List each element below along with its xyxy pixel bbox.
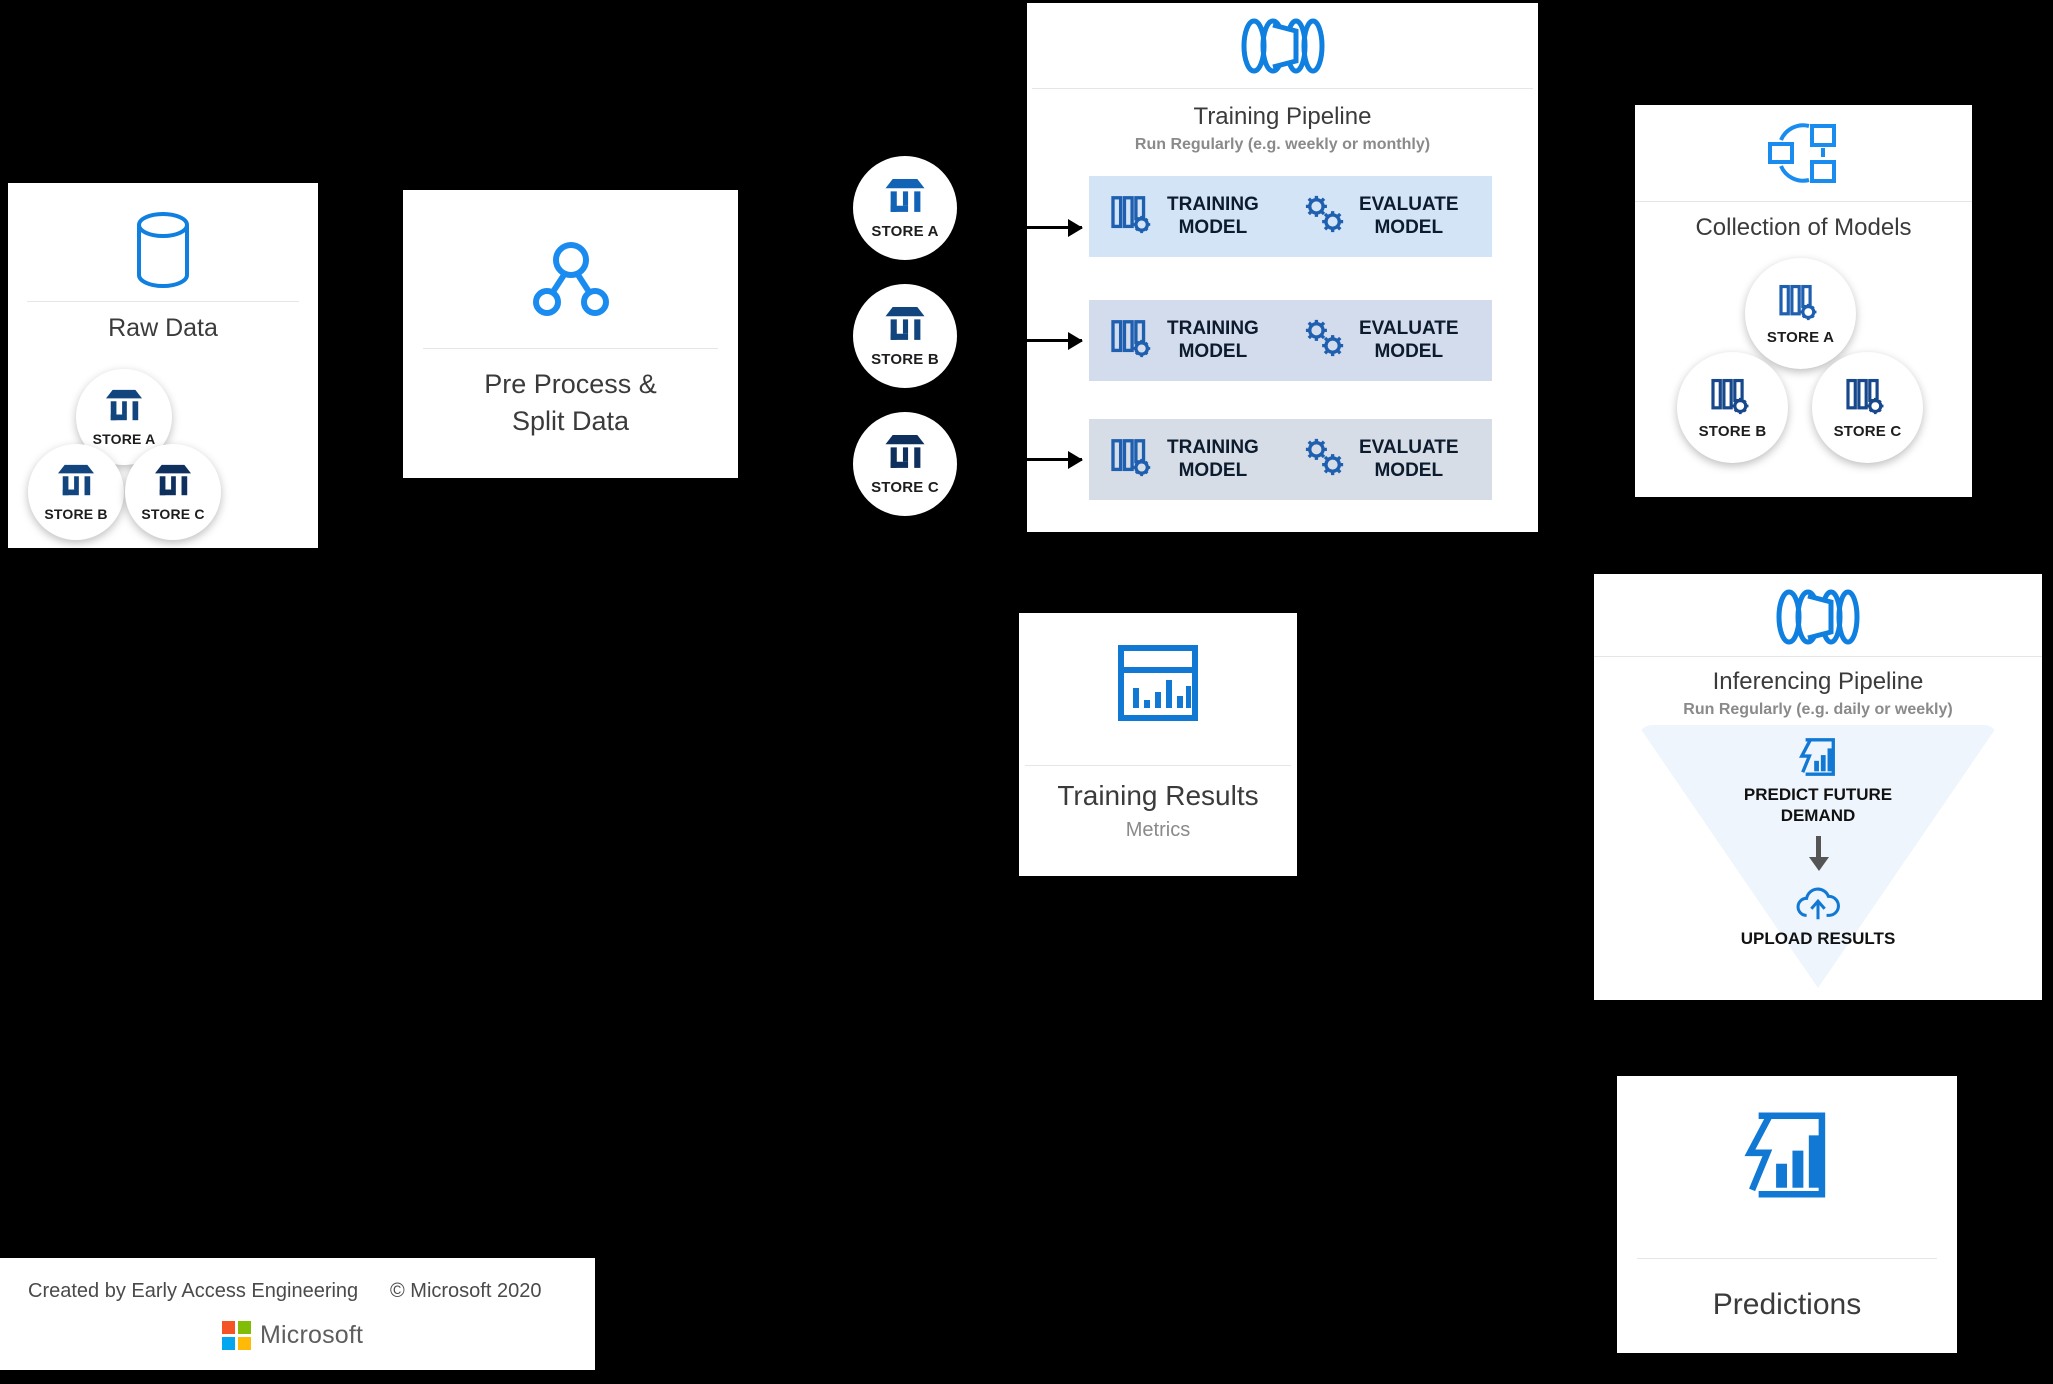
store-feed-b[interactable]: STORE B xyxy=(853,284,957,388)
model-gear-icon xyxy=(1845,376,1890,421)
store-icon xyxy=(882,433,928,477)
inferencing-pipeline-card: Inferencing Pipeline Run Regularly (e.g.… xyxy=(1594,574,2042,1000)
microsoft-squares-icon xyxy=(222,1321,251,1350)
gears-icon xyxy=(1301,436,1349,483)
training-row-a: TRAINING MODEL EVALUATE MODEL xyxy=(1089,176,1492,257)
training-results-subtitle: Metrics xyxy=(1125,819,1191,841)
model-gear-icon xyxy=(1111,193,1157,240)
model-gear-icon xyxy=(1778,282,1823,327)
inferencing-pipeline-subtitle: Run Regularly (e.g. daily or weekly) xyxy=(1683,701,1953,718)
store-icon xyxy=(882,177,928,221)
collection-of-models-title: Collection of Models xyxy=(1695,214,1912,241)
created-by-label: Created by Early Access Engineering xyxy=(28,1280,359,1302)
store-icon xyxy=(55,463,97,504)
upload-results-label: UPLOAD RESULTS xyxy=(1740,929,1896,948)
forecast-chart-icon xyxy=(1617,1100,1957,1210)
training-model-cell: TRAINING MODEL xyxy=(1111,436,1283,483)
divider xyxy=(1594,656,2042,657)
training-pipeline-title: Training Pipeline xyxy=(1193,103,1372,130)
evaluate-model-label: EVALUATE MODEL xyxy=(1359,194,1459,238)
store-label: STORE A xyxy=(871,222,939,240)
forecast-chart-icon xyxy=(1594,733,2042,781)
evaluate-model-label: EVALUATE MODEL xyxy=(1359,318,1459,362)
store-label: STORE A xyxy=(92,430,156,447)
model-gear-icon xyxy=(1111,436,1157,483)
inferencing-pipeline-title: Inferencing Pipeline xyxy=(1712,668,1924,695)
bar-chart-window-icon xyxy=(1019,633,1297,733)
evaluate-model-cell: EVALUATE MODEL xyxy=(1301,436,1459,483)
store-icon xyxy=(152,463,194,504)
pre-process-title-line1: Pre Process & xyxy=(484,369,657,399)
footer-card: Created by Early Access Engineering © Mi… xyxy=(0,1258,595,1370)
arrow-to-training-row-b xyxy=(1027,339,1082,342)
training-row-b: TRAINING MODEL EVALUATE MODEL xyxy=(1089,300,1492,381)
raw-data-card: Raw Data STORE A xyxy=(8,183,318,548)
training-model-label: TRAINING MODEL xyxy=(1167,437,1259,481)
store-label: STORE B xyxy=(871,350,939,368)
pipeline-icon xyxy=(1594,584,2042,650)
store-label: STORE B xyxy=(44,505,108,522)
flow-down-arrow xyxy=(1816,836,1821,858)
divider xyxy=(26,301,300,302)
model-label: STORE A xyxy=(1766,328,1835,346)
store-icon xyxy=(103,388,145,429)
evaluate-model-cell: EVALUATE MODEL xyxy=(1301,193,1459,240)
pipeline-icon xyxy=(1027,11,1538,81)
training-model-cell: TRAINING MODEL xyxy=(1111,317,1283,364)
training-results-title: Training Results xyxy=(1057,780,1259,811)
cloud-upload-icon xyxy=(1594,882,2042,926)
training-model-label: TRAINING MODEL xyxy=(1167,318,1259,362)
microsoft-wordmark: Microsoft xyxy=(260,1321,364,1349)
divider xyxy=(1032,88,1533,89)
store-feed-a[interactable]: STORE A xyxy=(853,156,957,260)
training-row-c: TRAINING MODEL EVALUATE MODEL xyxy=(1089,419,1492,500)
predict-future-demand-label: PREDICT FUTURE DEMAND xyxy=(1743,785,1893,825)
evaluate-model-cell: EVALUATE MODEL xyxy=(1301,317,1459,364)
divider xyxy=(1637,1258,1937,1259)
gears-icon xyxy=(1301,317,1349,364)
training-pipeline-subtitle: Run Regularly (e.g. weekly or monthly) xyxy=(1134,136,1431,153)
predictions-card: Predictions xyxy=(1617,1076,1957,1353)
pre-process-title-line2: Split Data xyxy=(511,406,630,436)
model-label: STORE C xyxy=(1833,422,1902,440)
store-feed-c[interactable]: STORE C xyxy=(853,412,957,516)
divider xyxy=(1635,201,1972,202)
model-gear-icon xyxy=(1111,317,1157,364)
arrow-to-training-row-a xyxy=(1027,226,1082,229)
arrow-to-training-row-c xyxy=(1027,458,1082,461)
divider xyxy=(423,348,718,349)
evaluate-model-label: EVALUATE MODEL xyxy=(1359,437,1459,481)
model-bubble-a[interactable]: STORE A xyxy=(1745,258,1856,369)
model-gear-icon xyxy=(1710,376,1755,421)
store-bubble-c[interactable]: STORE C xyxy=(125,444,221,540)
model-bubble-b[interactable]: STORE B xyxy=(1677,352,1788,463)
predictions-title: Predictions xyxy=(1712,1288,1862,1321)
gears-icon xyxy=(1301,193,1349,240)
microsoft-logo: Microsoft xyxy=(222,1321,363,1350)
collection-of-models-card: Collection of Models STORE A xyxy=(1635,105,1972,497)
model-network-icon xyxy=(1635,115,1972,193)
split-node-icon xyxy=(403,230,738,330)
training-model-cell: TRAINING MODEL xyxy=(1111,193,1283,240)
store-bubble-b[interactable]: STORE B xyxy=(28,444,124,540)
store-label: STORE C xyxy=(871,478,939,496)
training-results-card: Training Results Metrics xyxy=(1019,613,1297,876)
divider xyxy=(1024,765,1292,766)
store-icon xyxy=(882,305,928,349)
training-pipeline-card: Training Pipeline Run Regularly (e.g. we… xyxy=(1027,3,1538,532)
pre-process-card: Pre Process & Split Data xyxy=(403,190,738,478)
database-icon xyxy=(8,205,318,295)
raw-data-title: Raw Data xyxy=(108,314,218,342)
model-label: STORE B xyxy=(1698,422,1767,440)
model-bubble-c[interactable]: STORE C xyxy=(1812,352,1923,463)
training-model-label: TRAINING MODEL xyxy=(1167,194,1259,238)
store-label: STORE C xyxy=(141,505,205,522)
copyright-label: © Microsoft 2020 xyxy=(390,1280,542,1302)
